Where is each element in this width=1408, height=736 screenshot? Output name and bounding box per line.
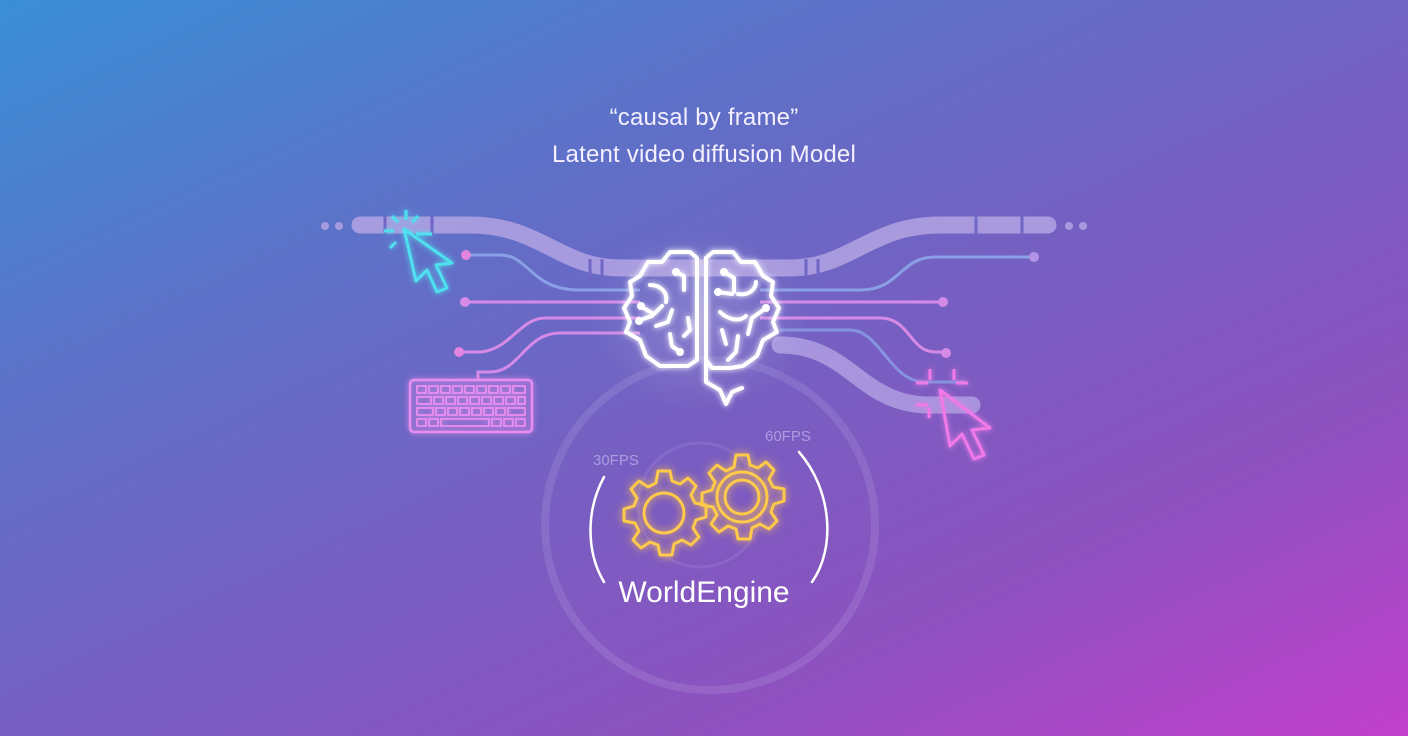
gears-icon [622, 453, 786, 557]
cursor-click-icon-output [916, 369, 992, 461]
subtitle-quote: “causal by frame” [609, 104, 799, 131]
wire-endpoints [454, 250, 1039, 358]
fps-low-label: 30FPS [593, 452, 639, 469]
fps-high-label: 60FPS [765, 428, 811, 445]
engine-inner-ring [636, 441, 764, 569]
input-wires [460, 253, 1035, 384]
track-ellipsis-dots [321, 222, 1087, 230]
keyboard-icon [408, 378, 534, 434]
brain-icon [622, 250, 781, 406]
engine-name: WorldEngine [618, 576, 790, 609]
model-title: Latent video diffusion Model [551, 141, 857, 168]
track-frame-dividers [383, 216, 1024, 277]
cursor-click-icon-input [384, 210, 454, 294]
brain-nodes [635, 268, 770, 356]
engine-brackets [589, 450, 829, 584]
brain-glow [590, 230, 810, 410]
